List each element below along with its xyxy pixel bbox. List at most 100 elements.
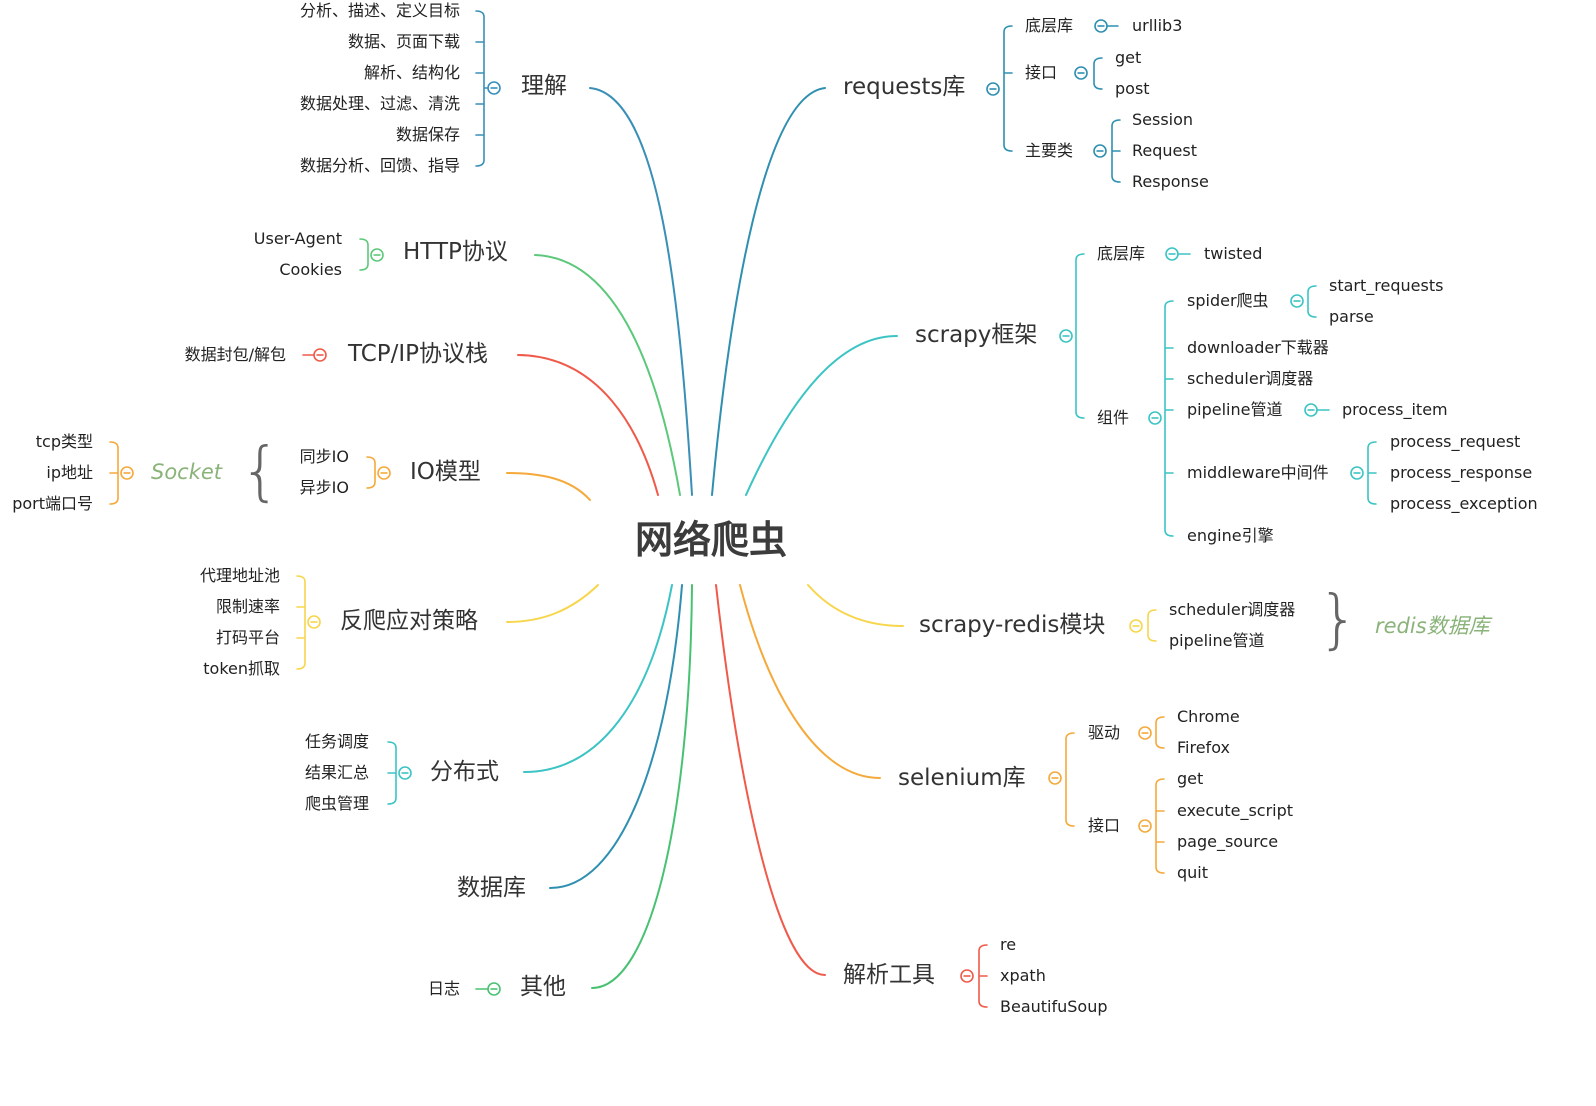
selenium-page-source[interactable]: page_source bbox=[1177, 832, 1279, 851]
requests-post[interactable]: post bbox=[1115, 79, 1150, 98]
root-topic[interactable]: 网络爬虫 bbox=[635, 518, 788, 562]
topic-tcpip[interactable]: TCP/IP协议栈 bbox=[348, 341, 489, 367]
scrapy-start-requests[interactable]: start_requests bbox=[1329, 276, 1444, 295]
parse-xpath[interactable]: xpath bbox=[1000, 966, 1046, 985]
lijie-toggle[interactable] bbox=[487, 81, 501, 95]
parse-toggle[interactable] bbox=[960, 969, 974, 983]
selenium-execute-script[interactable]: execute_script bbox=[1177, 801, 1294, 820]
requests-diceng-toggle[interactable] bbox=[1094, 19, 1108, 33]
topic-shujuku[interactable]: 数据库 bbox=[457, 875, 526, 901]
redis-pipeline[interactable]: pipeline管道 bbox=[1169, 631, 1265, 650]
scrapy-pipeline-toggle[interactable] bbox=[1304, 403, 1318, 417]
scrapy-spider-toggle[interactable] bbox=[1290, 294, 1304, 308]
lijie-item-3[interactable]: 解析、结构化 bbox=[363, 63, 460, 82]
qita-item-log[interactable]: 日志 bbox=[427, 979, 460, 998]
redis-db-label[interactable]: redis数据库 bbox=[1375, 614, 1490, 638]
requests-jiekou-toggle[interactable] bbox=[1074, 66, 1088, 80]
requests-urllib3[interactable]: urllib3 bbox=[1132, 16, 1183, 35]
selenium-qudong[interactable]: 驱动 bbox=[1088, 723, 1121, 742]
socket-item-ip[interactable]: ip地址 bbox=[46, 463, 93, 482]
scrapy-twisted[interactable]: twisted bbox=[1204, 244, 1263, 263]
selenium-jiekou-toggle[interactable] bbox=[1138, 819, 1152, 833]
io-item-sync[interactable]: 同步IO bbox=[299, 447, 349, 466]
topic-http[interactable]: HTTP协议 bbox=[403, 239, 508, 265]
scrapy-diceng-toggle[interactable] bbox=[1165, 247, 1179, 261]
fanpa-item-3[interactable]: 打码平台 bbox=[215, 628, 280, 647]
socket-item-tcp[interactable]: tcp类型 bbox=[35, 432, 93, 451]
scrapy-parse[interactable]: parse bbox=[1329, 307, 1374, 326]
topic-parse[interactable]: 解析工具 bbox=[843, 962, 935, 988]
qita-toggle[interactable] bbox=[487, 982, 501, 996]
selenium-firefox[interactable]: Firefox bbox=[1177, 738, 1230, 757]
lijie-item-6[interactable]: 数据分析、回馈、指导 bbox=[299, 156, 460, 175]
requests-session[interactable]: Session bbox=[1132, 110, 1194, 129]
topic-requests[interactable]: requests库 bbox=[843, 74, 966, 100]
redis-scheduler[interactable]: scheduler调度器 bbox=[1169, 600, 1296, 619]
fenbu-item-1[interactable]: 任务调度 bbox=[304, 732, 369, 751]
parse-re[interactable]: re bbox=[1000, 935, 1017, 954]
edge-qita bbox=[591, 584, 693, 989]
requests-zhuyao-toggle[interactable] bbox=[1093, 144, 1107, 158]
topic-qita[interactable]: 其他 bbox=[520, 974, 566, 1000]
edge-scrapy bbox=[745, 335, 898, 496]
topic-io[interactable]: IO模型 bbox=[410, 459, 481, 485]
lijie-item-1[interactable]: 分析、描述、定义目标 bbox=[299, 1, 460, 20]
scrapy-pipeline[interactable]: pipeline管道 bbox=[1187, 400, 1283, 419]
scrapy-middleware-toggle[interactable] bbox=[1350, 466, 1364, 480]
socket-toggle[interactable] bbox=[120, 466, 134, 480]
http-toggle[interactable] bbox=[370, 248, 384, 262]
selenium-quit[interactable]: quit bbox=[1177, 863, 1209, 882]
io-toggle[interactable] bbox=[377, 466, 391, 480]
selenium-get[interactable]: get bbox=[1177, 769, 1204, 788]
fanpa-item-4[interactable]: token抓取 bbox=[203, 659, 280, 678]
fenbu-toggle[interactable] bbox=[398, 766, 412, 780]
scrapy-diceng[interactable]: 底层库 bbox=[1097, 244, 1146, 263]
scrapy-scheduler[interactable]: scheduler调度器 bbox=[1187, 369, 1314, 388]
tcpip-toggle[interactable] bbox=[313, 348, 327, 362]
parse-beautifulsoup[interactable]: BeautifuSoup bbox=[1000, 997, 1108, 1016]
scrapy-zujian-toggle[interactable] bbox=[1148, 411, 1162, 425]
tcpip-item[interactable]: 数据封包/解包 bbox=[184, 345, 286, 364]
fanpa-toggle[interactable] bbox=[307, 615, 321, 629]
fanpa-item-2[interactable]: 限制速率 bbox=[215, 597, 280, 616]
requests-toggle[interactable] bbox=[986, 82, 1000, 96]
http-item-cookies[interactable]: Cookies bbox=[279, 260, 342, 279]
requests-jiekou[interactable]: 接口 bbox=[1025, 63, 1058, 82]
topic-scrapy[interactable]: scrapy框架 bbox=[915, 322, 1038, 348]
scrapy-toggle[interactable] bbox=[1059, 329, 1073, 343]
topic-lijie[interactable]: 理解 bbox=[521, 73, 567, 99]
selenium-chrome[interactable]: Chrome bbox=[1177, 707, 1240, 726]
scrapy-process-request[interactable]: process_request bbox=[1390, 432, 1521, 451]
fenbu-item-3[interactable]: 爬虫管理 bbox=[304, 794, 369, 813]
http-item-user-agent[interactable]: User-Agent bbox=[253, 229, 342, 248]
topic-selenium[interactable]: selenium库 bbox=[898, 765, 1026, 791]
selenium-qudong-toggle[interactable] bbox=[1138, 726, 1152, 740]
requests-request[interactable]: Request bbox=[1132, 141, 1197, 160]
lijie-item-4[interactable]: 数据处理、过滤、清洗 bbox=[299, 94, 460, 113]
socket-item-port[interactable]: port端口号 bbox=[12, 494, 93, 513]
selenium-toggle[interactable] bbox=[1048, 771, 1062, 785]
fanpa-item-1[interactable]: 代理地址池 bbox=[199, 566, 280, 585]
fenbu-item-2[interactable]: 结果汇总 bbox=[304, 763, 369, 782]
scrapy-engine[interactable]: engine引擎 bbox=[1187, 526, 1274, 545]
io-item-async[interactable]: 异步IO bbox=[299, 478, 349, 497]
requests-get[interactable]: get bbox=[1115, 48, 1142, 67]
requests-zhuyao[interactable]: 主要类 bbox=[1025, 141, 1074, 160]
scrapy-zujian[interactable]: 组件 bbox=[1097, 408, 1130, 427]
topic-fanpa[interactable]: 反爬应对策略 bbox=[340, 608, 478, 634]
scrapy-process-item[interactable]: process_item bbox=[1342, 400, 1448, 419]
selenium-jiekou[interactable]: 接口 bbox=[1088, 816, 1121, 835]
scrapy-spider[interactable]: spider爬虫 bbox=[1187, 291, 1269, 310]
redis-toggle[interactable] bbox=[1129, 619, 1143, 633]
requests-diceng[interactable]: 底层库 bbox=[1025, 16, 1074, 35]
scrapy-middleware[interactable]: middleware中间件 bbox=[1187, 463, 1329, 482]
scrapy-process-response[interactable]: process_response bbox=[1390, 463, 1533, 482]
scrapy-downloader[interactable]: downloader下载器 bbox=[1187, 338, 1329, 357]
lijie-item-2[interactable]: 数据、页面下载 bbox=[347, 32, 460, 51]
topic-redis[interactable]: scrapy-redis模块 bbox=[919, 612, 1106, 638]
socket-label[interactable]: Socket bbox=[151, 460, 223, 484]
scrapy-process-exception[interactable]: process_exception bbox=[1390, 494, 1538, 513]
lijie-item-5[interactable]: 数据保存 bbox=[395, 125, 460, 144]
topic-fenbu[interactable]: 分布式 bbox=[430, 759, 499, 785]
requests-response[interactable]: Response bbox=[1132, 172, 1209, 191]
